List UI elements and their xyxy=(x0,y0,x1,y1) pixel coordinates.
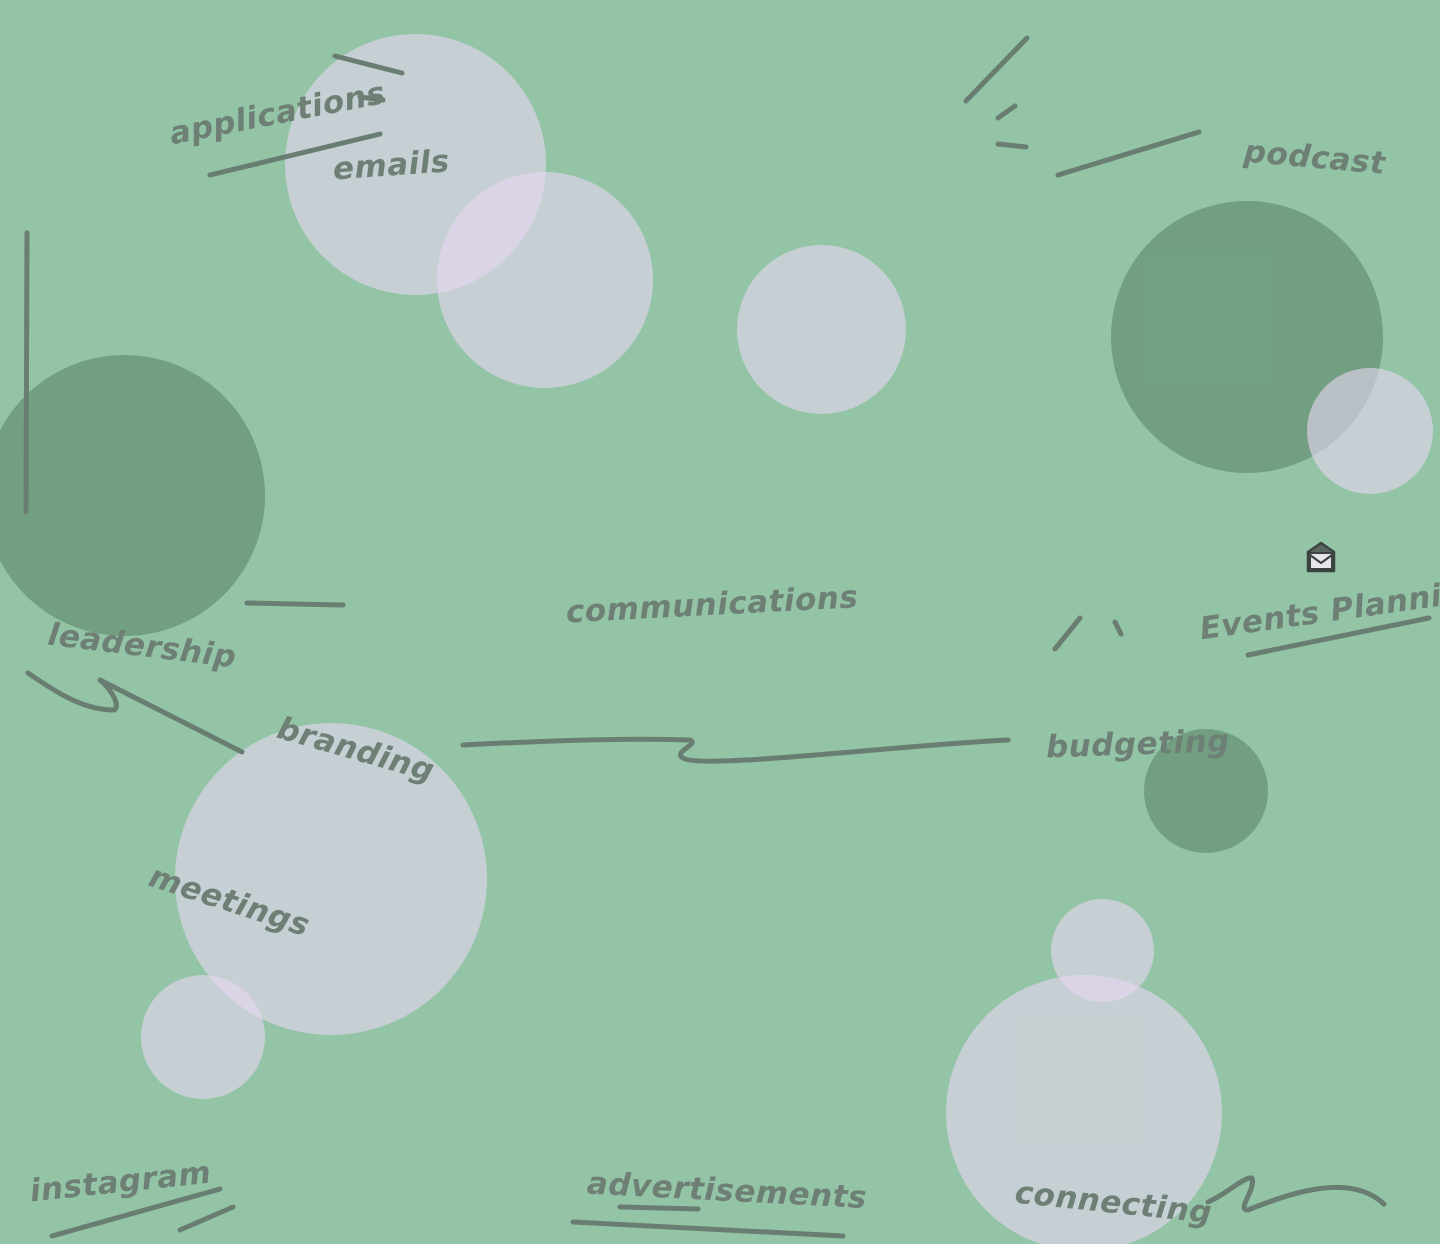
stroke xyxy=(23,230,30,515)
bubble xyxy=(437,172,653,388)
stroke xyxy=(617,1204,701,1212)
bubble xyxy=(737,245,906,414)
stroke xyxy=(1245,615,1432,658)
stroke xyxy=(460,736,1011,764)
stroke xyxy=(1055,129,1202,178)
stroke xyxy=(332,53,405,76)
bubble xyxy=(1307,368,1433,494)
stroke xyxy=(177,1204,236,1233)
stroke xyxy=(995,141,1029,150)
bubble xyxy=(141,975,265,1099)
stroke xyxy=(1052,615,1083,652)
open-envelope-icon[interactable] xyxy=(1304,540,1338,574)
word-budgeting: budgeting xyxy=(1045,723,1231,766)
stroke xyxy=(25,670,245,755)
stroke xyxy=(1205,1175,1387,1213)
stroke xyxy=(995,103,1018,121)
stroke xyxy=(357,94,386,103)
stroke xyxy=(1112,619,1124,637)
bubble xyxy=(946,975,1222,1244)
stroke xyxy=(963,35,1030,104)
word-emails: emails xyxy=(331,143,451,188)
stroke xyxy=(570,1219,846,1239)
bubble xyxy=(1144,729,1268,853)
stroke xyxy=(49,1186,223,1239)
stroke xyxy=(207,131,383,178)
stroke xyxy=(244,600,346,608)
bubble xyxy=(0,355,265,636)
